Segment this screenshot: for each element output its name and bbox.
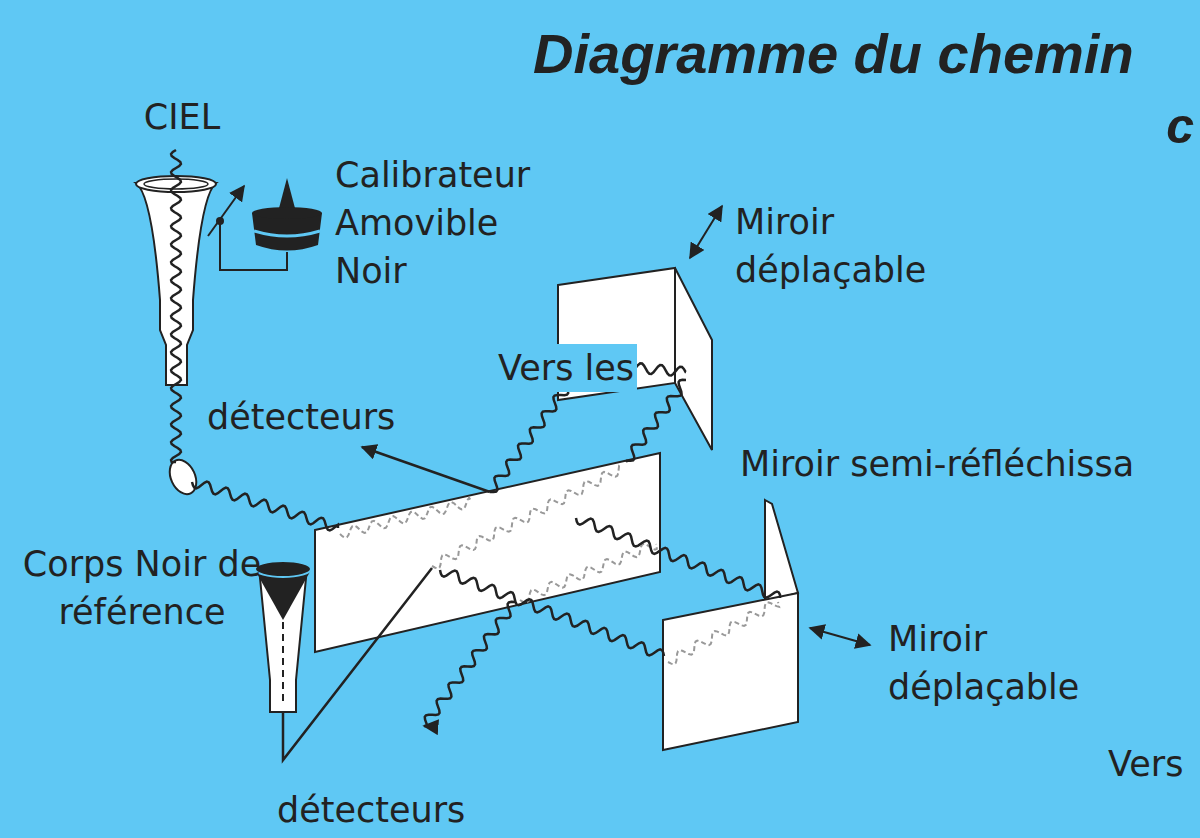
mirror-side [675, 268, 712, 450]
part-label: Vers [1108, 740, 1183, 788]
part-label: Corps Noir de référence [6, 540, 278, 636]
movable-mirror [663, 593, 798, 750]
beam-splitter [315, 453, 660, 652]
title-fragment: c [1166, 94, 1194, 158]
leader-arrow [362, 447, 490, 492]
mirror-side [765, 500, 798, 600]
radiation-wave [171, 150, 181, 462]
radiation-wave [490, 388, 568, 492]
horn-aperture [144, 179, 208, 189]
part-label: CIEL [120, 93, 244, 141]
radiation-wave [192, 482, 338, 531]
radiation-wave [626, 380, 686, 462]
motion-arrow [690, 206, 722, 258]
calibrator-lever [208, 186, 244, 236]
calibrator-band [254, 231, 320, 236]
calibrator-top [252, 207, 322, 219]
diagram-title: Diagramme du chemin [533, 22, 1134, 86]
leader-line [283, 568, 432, 760]
radiation-wave [668, 602, 779, 664]
reference-top [255, 561, 311, 577]
radiation-wave [440, 570, 664, 656]
part-label: Vers les [495, 344, 637, 392]
calibrator-cone [278, 178, 296, 212]
fold-mirror [165, 456, 202, 499]
radiation-waves [171, 150, 780, 726]
radiation-wave [340, 498, 472, 538]
part-label: détecteurs [277, 786, 465, 834]
radiation-wave [432, 466, 622, 568]
lever-link [220, 221, 287, 270]
part-label: Miroir déplaçable [735, 198, 980, 294]
part-label: Calibrateur Amovible Noir [335, 151, 575, 295]
motion-arrow [810, 628, 870, 645]
reference-axis [282, 622, 284, 706]
part-label: Miroir déplaçable [888, 615, 1133, 711]
radiation-wave [576, 518, 780, 598]
radiation-wave [424, 602, 515, 726]
radiation-wave [520, 544, 657, 603]
part-label: Miroir semi-réfléchissa [740, 440, 1134, 488]
part-label: détecteurs [207, 393, 395, 441]
